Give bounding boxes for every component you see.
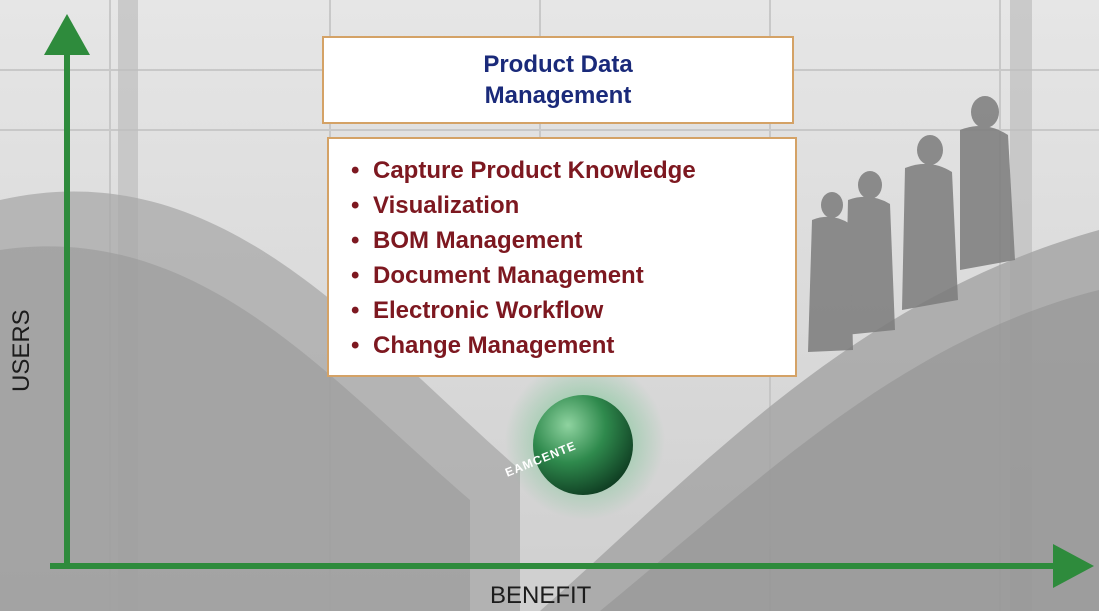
feature-item: • Electronic Workflow [351, 293, 795, 328]
bullet: • [351, 227, 360, 254]
x-axis-label: BENEFIT [490, 582, 592, 609]
feature-text: Capture Product Knowledge [373, 157, 696, 184]
feature-text: BOM Management [373, 227, 583, 254]
feature-text: Document Management [373, 262, 644, 289]
bullet: • [351, 157, 360, 184]
feature-item: • Capture Product Knowledge [351, 153, 795, 188]
x-axis-arrowhead [1053, 544, 1094, 588]
title-line-2: Management [484, 82, 632, 109]
feature-text: Change Management [373, 332, 615, 359]
feature-item: • Change Management [351, 328, 795, 363]
title-box: Product Data Management [322, 36, 794, 124]
bullet: • [351, 297, 360, 324]
feature-text: Visualization [373, 192, 520, 219]
feature-text: Electronic Workflow [373, 297, 604, 324]
title-line-1: Product Data [483, 51, 633, 78]
y-axis-label: USERS [8, 309, 35, 392]
bullet: • [351, 332, 360, 359]
feature-list-box: • Capture Product Knowledge • Visualizatio… [327, 137, 797, 377]
feature-item: • Visualization [351, 188, 795, 223]
feature-list: • Capture Product Knowledge • Visualizatio… [351, 153, 795, 363]
y-axis-arrowhead [44, 14, 90, 55]
bullet: • [351, 262, 360, 289]
feature-item: • Document Management [351, 258, 795, 293]
globe-logo [533, 395, 633, 495]
bullet: • [351, 192, 360, 219]
feature-item: • BOM Management [351, 223, 795, 258]
